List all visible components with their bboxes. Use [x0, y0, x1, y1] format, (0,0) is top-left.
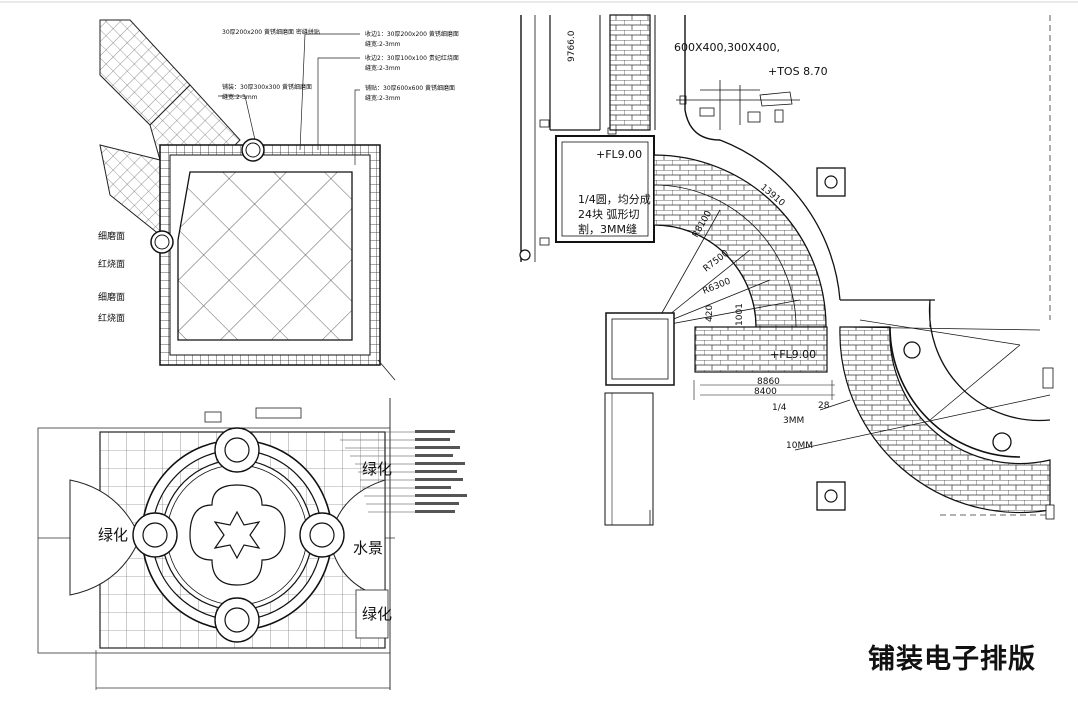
- quarter-circle-note2-1: 1/4: [772, 403, 787, 413]
- plan-bottom-left: 绿化 绿化 绿化 水景: [37, 398, 467, 690]
- radius-r7500: R7500: [702, 248, 731, 274]
- plan-top-left: 30厚200x200 黄锈细磨面 密缝拼贴 收边1：30厚200x200 黄锈细…: [98, 19, 459, 381]
- dim-1001: 1001: [735, 303, 745, 326]
- radius-r6300: R6300: [701, 276, 732, 296]
- note-laying-gap: 缝宽:2-3mm: [365, 94, 401, 102]
- side-label-4: 红烧面: [98, 312, 125, 324]
- dim-9766: 9766.0: [567, 30, 577, 62]
- note-laying: 铺贴：30厚600x600 黄锈细磨面: [365, 84, 455, 92]
- side-label-2: 红烧面: [98, 258, 125, 270]
- tile-size-note: 600X400,300X400,: [674, 41, 780, 54]
- quarter-circle-note-3: 割，3MM缝: [578, 222, 637, 236]
- page-caption: 铺装电子排版: [868, 644, 1036, 675]
- note-paving-gap: 缝宽:2-3mm: [222, 93, 258, 101]
- quarter-circle-note2-3: 3MM: [783, 416, 804, 426]
- note-edge1: 收边1：30厚200x200 黄锈细磨面: [365, 30, 459, 38]
- quarter-circle-note-2: 24块 弧形切: [578, 207, 640, 221]
- note-top: 30厚200x200 黄锈细磨面 密缝拼贴: [222, 28, 320, 36]
- greening-label-left: 绿化: [98, 526, 128, 544]
- note-edge1-gap: 缝宽:2-3mm: [365, 40, 401, 48]
- dim-8400: 8400: [754, 387, 777, 397]
- tos-elevation: +TOS 8.70: [768, 65, 828, 78]
- quarter-circle-note2-2: 28: [818, 401, 830, 411]
- note-edge2-gap: 缝宽:2-3mm: [365, 64, 401, 72]
- fl-elevation-top: +FL9.00: [596, 148, 642, 161]
- plan-right: 9766.0 600X400,300X400, +TOS 8.70 +FL9.0…: [519, 14, 1055, 526]
- seam-width-note: 10MM: [786, 441, 813, 451]
- note-paving: 铺装：30厚300x300 黄锈细磨面: [222, 83, 312, 91]
- greening-label-top-right: 绿化: [362, 460, 392, 478]
- side-label-3: 细磨面: [98, 291, 125, 303]
- quarter-circle-note-1: 1/4圆，均分成: [578, 193, 651, 206]
- side-label-1: 细磨面: [98, 230, 125, 242]
- dim-8860: 8860: [757, 377, 780, 387]
- dim-420: 420: [705, 305, 715, 322]
- greening-label-bottom-right: 绿化: [362, 605, 392, 623]
- water-feature-label: 水景: [353, 539, 383, 557]
- note-edge2: 收边2：30厚100x100 贵妃红烧面: [365, 54, 459, 62]
- fl-elevation-mid: +FL9.00: [770, 348, 816, 361]
